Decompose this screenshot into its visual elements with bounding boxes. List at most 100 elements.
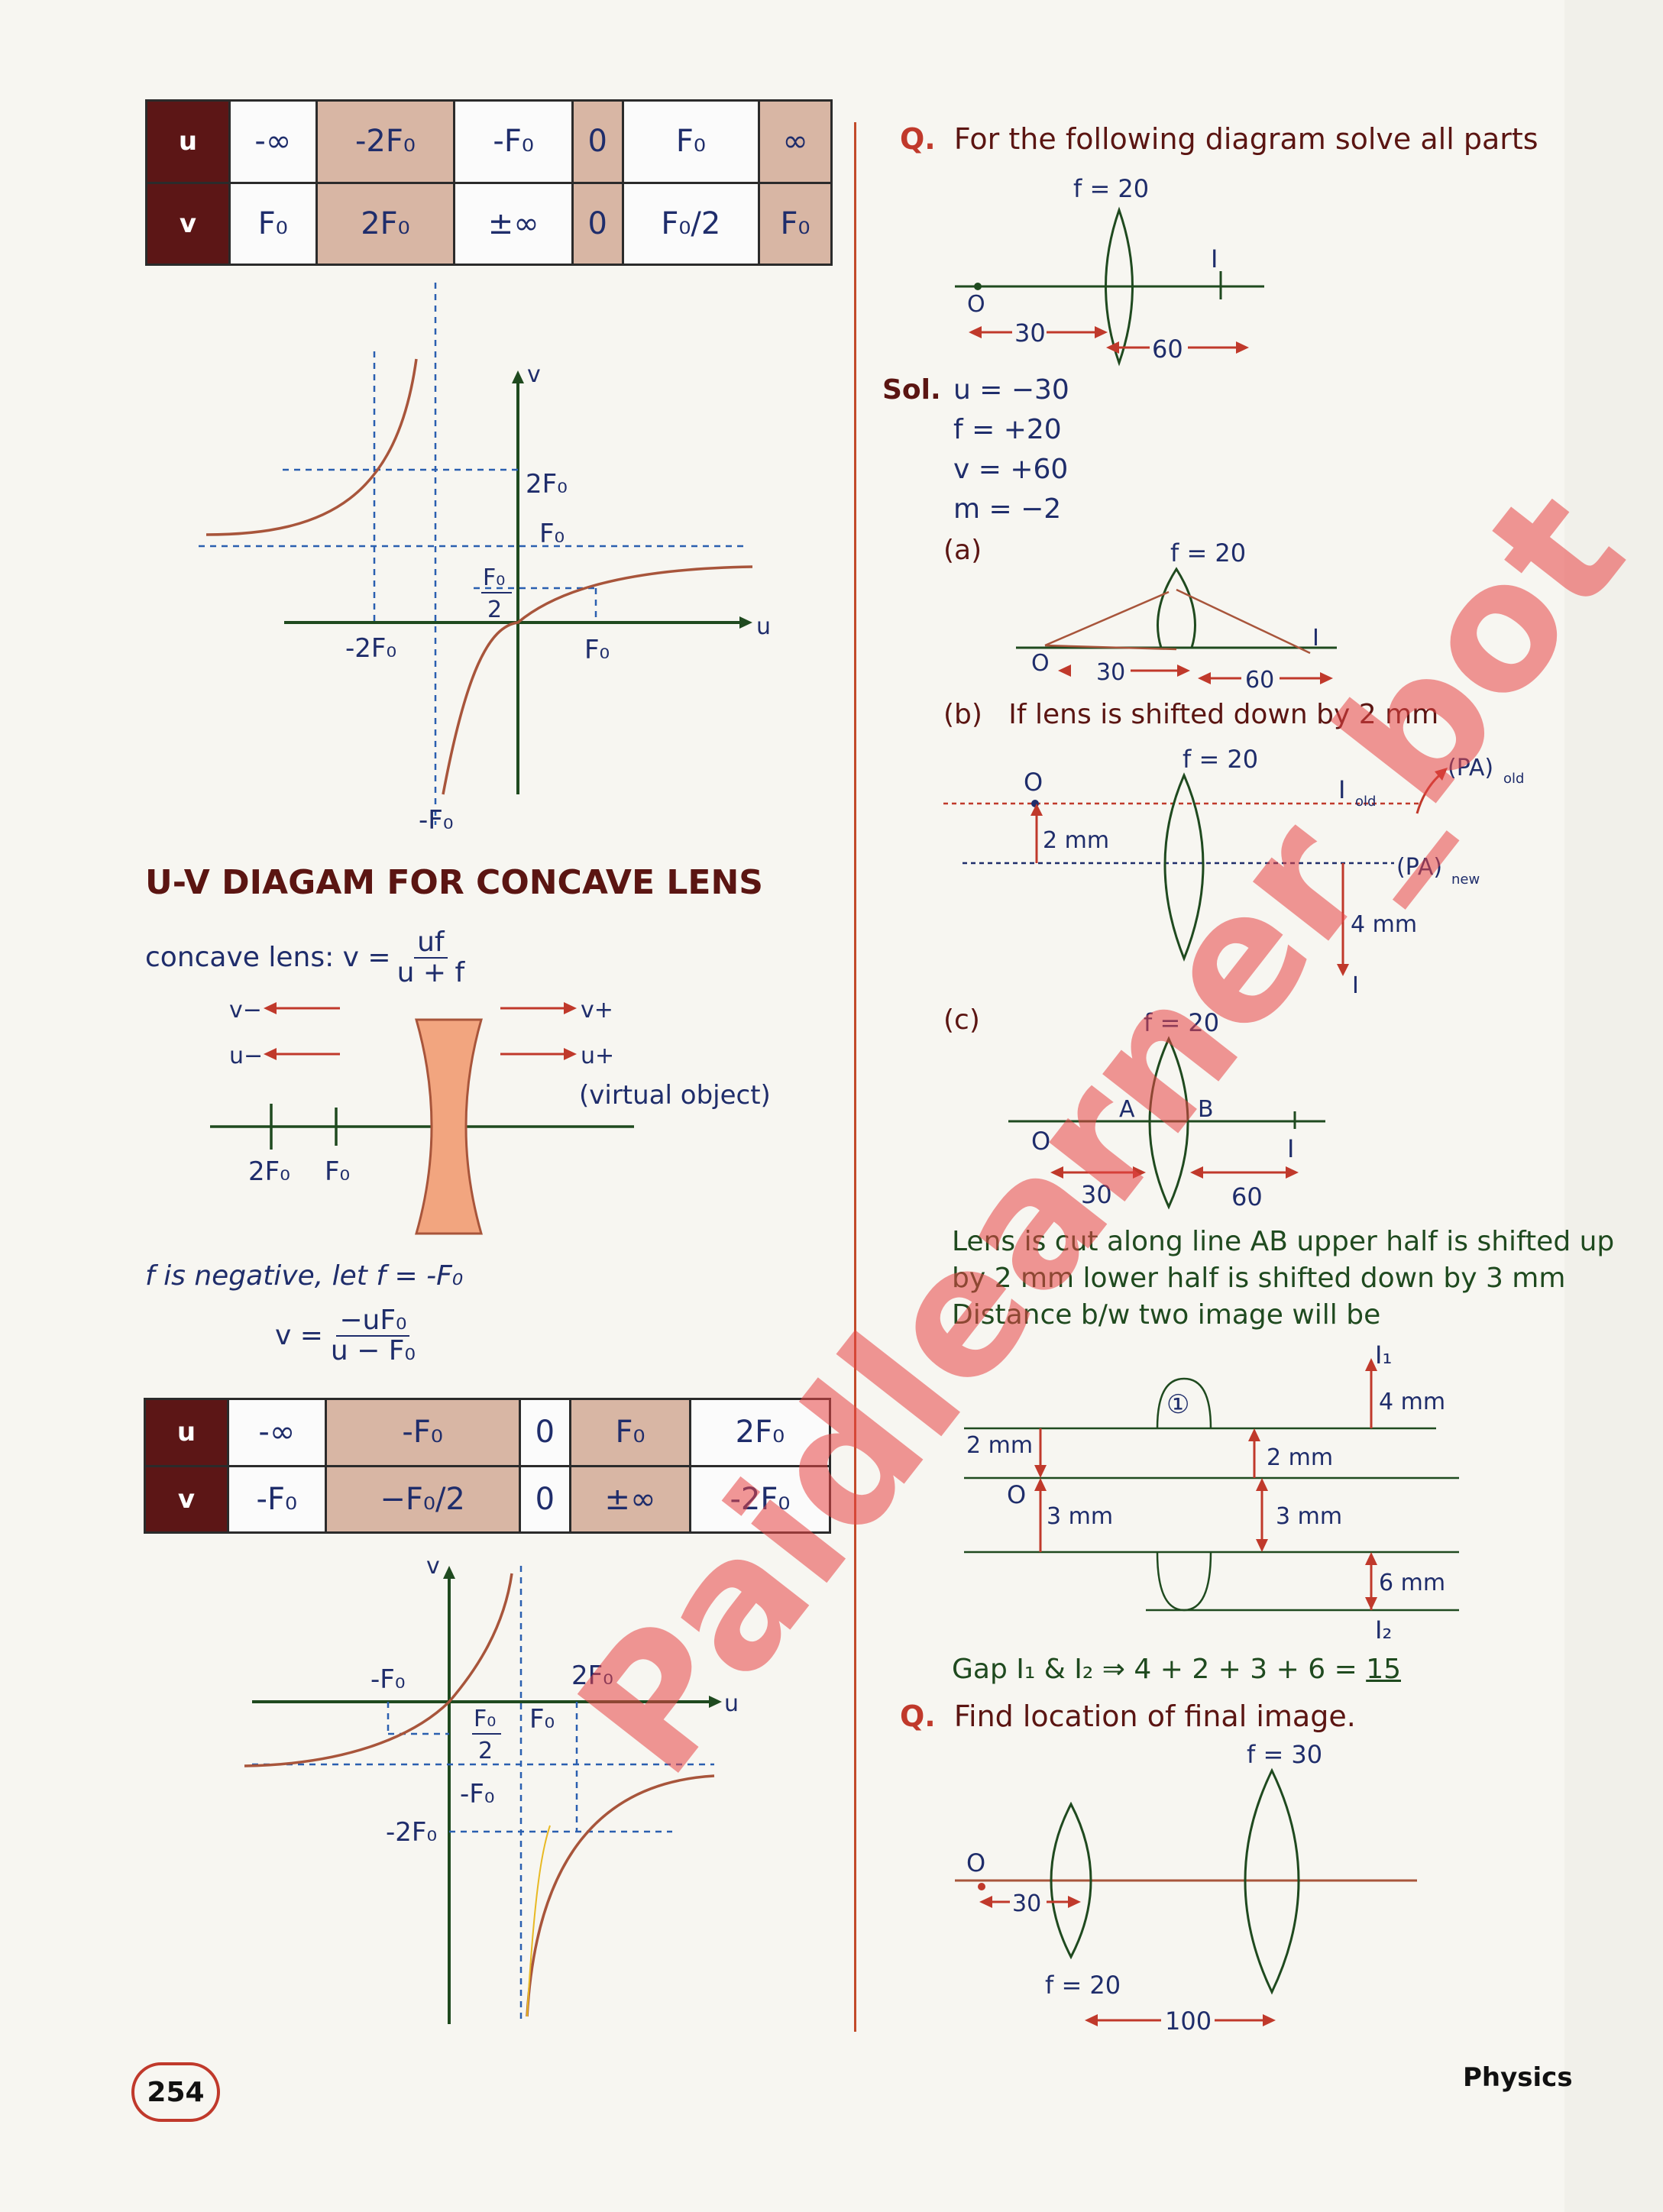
- axis-label-u: u: [756, 613, 771, 640]
- axis-label-v: v: [527, 361, 541, 388]
- sol-line: f = +20: [953, 414, 1062, 445]
- distance-label: 30: [1096, 659, 1125, 686]
- focal-label: f = 20: [1183, 745, 1258, 774]
- tick-label: 2F₀: [526, 469, 568, 500]
- page-number: 254: [131, 2062, 220, 2122]
- curve-right: [442, 565, 753, 795]
- table-row: u -∞ -2F₀ -F₀ 0 F₀ ∞: [145, 99, 833, 184]
- label-u-plus: u+: [581, 1043, 614, 1069]
- text-line: Distance b/w two image will be: [952, 1299, 1381, 1331]
- table-cell: 0: [571, 99, 624, 184]
- table-row: v -F₀ −F₀/2 0 ±∞ -2F₀: [144, 1464, 832, 1534]
- label-v-minus: v−: [229, 997, 262, 1024]
- subscript: old: [1503, 771, 1524, 787]
- concave-lens-shape: [415, 1018, 483, 1235]
- formula-fraction: uf u + f: [397, 928, 465, 988]
- object-label: O: [1007, 1480, 1026, 1509]
- image-1-label: I₁: [1375, 1340, 1392, 1370]
- concave-v-formula: v = −uF₀ u − F₀: [275, 1306, 416, 1366]
- table-cell: ±∞: [569, 1464, 691, 1534]
- v-den: u − F₀: [330, 1334, 416, 1366]
- table-cell: 2F₀: [315, 181, 456, 266]
- object-label: O: [1031, 650, 1050, 677]
- focal-label: f = 30: [1247, 1740, 1322, 1769]
- distance-label: 30: [1081, 1180, 1112, 1209]
- tick-label: -F₀: [370, 1664, 405, 1695]
- row-header-v: v: [144, 1464, 229, 1534]
- concave-formula: concave lens: v = uf u + f: [145, 928, 464, 988]
- v-num: −uF₀: [336, 1306, 410, 1337]
- formula-num: uf: [414, 928, 448, 959]
- question-text: Find location of final image.: [953, 1699, 1356, 1733]
- distance-label: 4 mm: [1379, 1389, 1445, 1415]
- table-cell: -F₀: [453, 99, 574, 184]
- part-text: If lens is shifted down by 2 mm: [1008, 699, 1439, 730]
- object-label: O: [1024, 768, 1043, 797]
- distance-label: 2 mm: [966, 1432, 1033, 1459]
- image-label: I: [1211, 244, 1218, 273]
- tick-label: -2F₀: [386, 1817, 437, 1848]
- image-label: I: [1287, 1134, 1294, 1163]
- part-label: (a): [943, 535, 982, 566]
- object-label: O: [967, 291, 985, 318]
- q1-lens-diagram: f = 20 O I 30 60: [955, 174, 1264, 367]
- frac-num: F₀: [474, 1706, 496, 1732]
- q-label: Q.: [900, 1699, 936, 1733]
- part-b-heading: (b) If lens is shifted down by 2 mm: [943, 699, 1438, 730]
- part-label: (c): [943, 1004, 980, 1036]
- tick-label: F₀: [529, 1704, 555, 1735]
- uv-graph-convex: v u 2F₀ F₀ F₀ 2 -2F₀ F₀ -F₀: [199, 283, 771, 836]
- image-label: I: [1352, 972, 1359, 999]
- table-cell: F₀/2: [621, 181, 761, 266]
- q2-lens-diagram: f = 30 O 30 f = 20 100: [955, 1740, 1417, 2036]
- q-label: Q.: [900, 122, 936, 156]
- concave-lens-diagram: v− u− v+ u+ (virtual object) 2F₀ F₀: [210, 997, 771, 1235]
- v-lhs: v =: [275, 1320, 323, 1352]
- section-heading: U-V DIAGAM FOR CONCAVE LENS: [145, 863, 763, 902]
- table-cell: F₀: [758, 181, 833, 266]
- distance-label: 3 mm: [1047, 1503, 1113, 1530]
- text-line: by 2 mm lower half is shifted down by 3 …: [952, 1263, 1566, 1294]
- column-divider: [854, 122, 856, 2032]
- part-a-ray-diagram: f = 20 O I 30 60: [1016, 538, 1337, 694]
- solution-block: Sol.: [882, 374, 941, 406]
- frac-num: F₀: [483, 564, 505, 591]
- tick-label: 2F₀: [571, 1661, 613, 1691]
- question-marker: Q. Find location of final image.: [900, 1699, 1356, 1733]
- table-cell: -∞: [227, 1398, 327, 1467]
- row-header-u: u: [144, 1398, 229, 1467]
- table-cell: -2F₀: [315, 99, 456, 184]
- gap-text: Gap I₁ & I₂ ⇒ 4 + 2 + 3 + 6 =: [952, 1654, 1367, 1685]
- image-label: I: [1312, 625, 1319, 652]
- object-label: O: [966, 1848, 985, 1877]
- formula-lhs: concave lens: v =: [145, 942, 391, 974]
- distance-label: 2 mm: [1267, 1444, 1333, 1471]
- table-cell: F₀: [228, 181, 318, 266]
- table-cell: 2F₀: [688, 1398, 832, 1467]
- table-cell: ∞: [758, 99, 833, 184]
- uv-table-convex: u -∞ -2F₀ -F₀ 0 F₀ ∞ v F₀ 2F₀ ±∞ 0 F₀/2 …: [145, 99, 833, 266]
- table-cell: -2F₀: [688, 1464, 832, 1534]
- axis-label-u: u: [724, 1690, 739, 1717]
- sol-line: u = −30: [953, 374, 1069, 406]
- shift-label: 2 mm: [1043, 827, 1109, 854]
- point-b: B: [1198, 1096, 1214, 1123]
- distance-label: 60: [1152, 335, 1183, 364]
- tick-label: -2F₀: [345, 633, 396, 664]
- part-b-diagram: f = 20 O 2 mm I old (PA) old (PA) new 4 …: [943, 745, 1524, 999]
- tick-label: F₀: [584, 635, 610, 665]
- sol-label: Sol.: [882, 374, 941, 406]
- gap-answer: 15: [1366, 1654, 1401, 1685]
- axis-label-v: v: [426, 1553, 440, 1580]
- table-cell: ±∞: [453, 181, 574, 266]
- cut-lens-diagram: ① I₁ 4 mm 2 mm 2 mm O 3 mm 3 mm 6 mm I₂: [964, 1340, 1459, 1644]
- row-header-u: u: [145, 99, 231, 184]
- gap-line: Gap I₁ & I₂ ⇒ 4 + 2 + 3 + 6 = 15: [952, 1654, 1401, 1685]
- tick-label: F₀: [539, 519, 565, 549]
- object-label: O: [1031, 1127, 1050, 1156]
- distance-label: 60: [1245, 667, 1274, 694]
- focal-label: f = 20: [1170, 538, 1246, 568]
- uv-graph-concave: v u -F₀ 2F₀ F₀ 2 F₀ -F₀ -2F₀: [244, 1553, 739, 2024]
- lens-half-number: ①: [1166, 1389, 1189, 1420]
- table-cell: -F₀: [324, 1398, 521, 1467]
